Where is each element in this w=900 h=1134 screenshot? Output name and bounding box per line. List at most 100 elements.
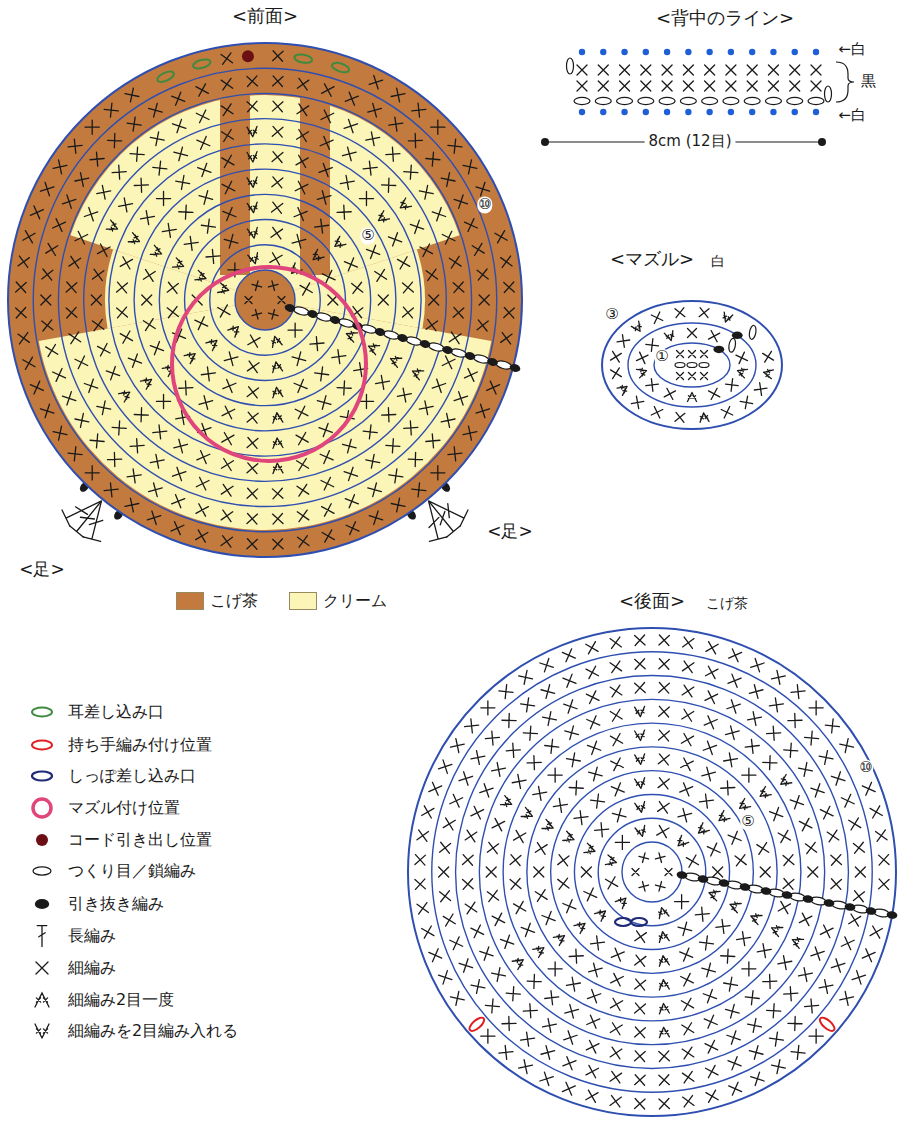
stitch-symbol (587, 1015, 600, 1028)
stitch-symbol (272, 126, 283, 137)
stitch-symbol (272, 76, 283, 87)
stitch-symbol (581, 867, 591, 877)
stitch-symbol (389, 469, 403, 483)
stitch-symbol (221, 459, 233, 471)
double-crochet (420, 499, 447, 541)
stitch-symbol (454, 195, 467, 208)
stitch-symbol (375, 269, 387, 281)
chain-stitch (723, 97, 739, 104)
stitch-symbol (721, 781, 735, 795)
muzzle-position (172, 267, 366, 461)
chain-stitch (33, 867, 51, 875)
stitch-symbol (655, 853, 665, 863)
double-crochet (70, 496, 109, 538)
stitch-symbol (345, 92, 358, 105)
stitch-symbol (659, 730, 670, 741)
legend-text: 細編み (68, 959, 116, 977)
stitch-symbol (173, 119, 186, 132)
stitch-symbol (450, 937, 463, 950)
stitch-symbol (862, 782, 875, 795)
stitch-symbol (747, 65, 757, 75)
stitch-symbol (92, 269, 103, 280)
stitch-symbol (586, 1090, 598, 1102)
round-line (159, 194, 370, 405)
stitch-symbol (247, 387, 258, 398)
white-dot (664, 49, 670, 55)
stitch-symbol (682, 1071, 694, 1083)
stitch-symbol (465, 902, 477, 914)
stitch-symbol (768, 65, 778, 75)
yarn-color: こげ茶 (706, 595, 748, 611)
stitch-symbol (587, 990, 600, 1003)
stitch-symbol (728, 674, 741, 687)
stitch-symbol (485, 731, 499, 745)
chain-stitch (383, 329, 400, 340)
part-label: <足> (487, 522, 533, 542)
stitch-symbol (615, 895, 629, 909)
stitch-symbol (659, 635, 670, 646)
stitch-symbol (799, 763, 813, 777)
stitch-symbol (564, 1031, 577, 1044)
stitch-symbol (16, 308, 27, 319)
stitch-symbol (69, 332, 81, 344)
stitch-symbol (419, 185, 433, 199)
stitch-symbol (586, 642, 598, 654)
stitch-symbol (432, 379, 445, 392)
stitch-symbol (125, 88, 139, 102)
stitch-symbol (565, 1004, 579, 1018)
stitch-symbol (463, 160, 477, 174)
stitch-symbol (431, 120, 445, 134)
cream-area (70, 95, 459, 291)
slip-stitch (886, 910, 898, 919)
stitch-symbol (223, 207, 236, 220)
stitch-symbol (218, 283, 230, 295)
stitch-symbol (153, 161, 167, 175)
stitch-symbol (790, 81, 800, 91)
sc2tog (35, 993, 49, 1007)
stitch-symbol (632, 869, 639, 876)
stitch-symbol (778, 830, 790, 842)
stitch-symbol (492, 968, 506, 982)
white-dot (664, 109, 670, 115)
stitch-symbol (149, 483, 163, 497)
stitch-symbol (471, 751, 485, 765)
legend-text: 長編み (68, 927, 116, 945)
stitch-symbol (695, 823, 709, 837)
stitch-symbol (716, 811, 730, 825)
stitch-symbol (820, 806, 833, 819)
stitch-symbol (635, 825, 647, 837)
stitch-symbol (682, 1047, 694, 1059)
legend-text: 細編みを2目編み入れる (68, 1022, 238, 1040)
round-line (33, 68, 497, 532)
slip-stitch (509, 363, 521, 373)
slip-stitch (713, 346, 724, 354)
stitch-symbol (664, 331, 675, 342)
stitch-symbol (831, 879, 842, 890)
slip-stitch (844, 902, 856, 911)
stitch-symbol (612, 808, 626, 822)
stitch-symbol (682, 661, 694, 673)
stitch-symbol (450, 992, 464, 1006)
stitch-symbol (294, 379, 307, 392)
stitch-symbol (292, 352, 306, 366)
stitch-symbol (273, 51, 284, 62)
ear-slot (331, 61, 351, 74)
stitch-symbol (247, 152, 258, 163)
stitch-symbol (321, 110, 334, 123)
legend-text: 引き抜き編み (68, 895, 164, 913)
stitch-symbol (768, 81, 778, 91)
stitch-symbol (729, 649, 742, 662)
chain-stitch (675, 363, 685, 368)
stitch-symbol (635, 754, 646, 765)
stitch-symbol (143, 269, 155, 281)
stitch-symbol (228, 323, 242, 337)
round-line (503, 723, 801, 1021)
white-dot (685, 109, 691, 115)
stitch-symbol (442, 231, 455, 244)
stitch-symbol (463, 879, 474, 890)
stitch-symbol (558, 878, 569, 889)
stitch-symbol (735, 855, 746, 866)
slip-stitch (284, 303, 296, 313)
white-dot (728, 109, 734, 115)
stitch-symbol (271, 361, 283, 373)
